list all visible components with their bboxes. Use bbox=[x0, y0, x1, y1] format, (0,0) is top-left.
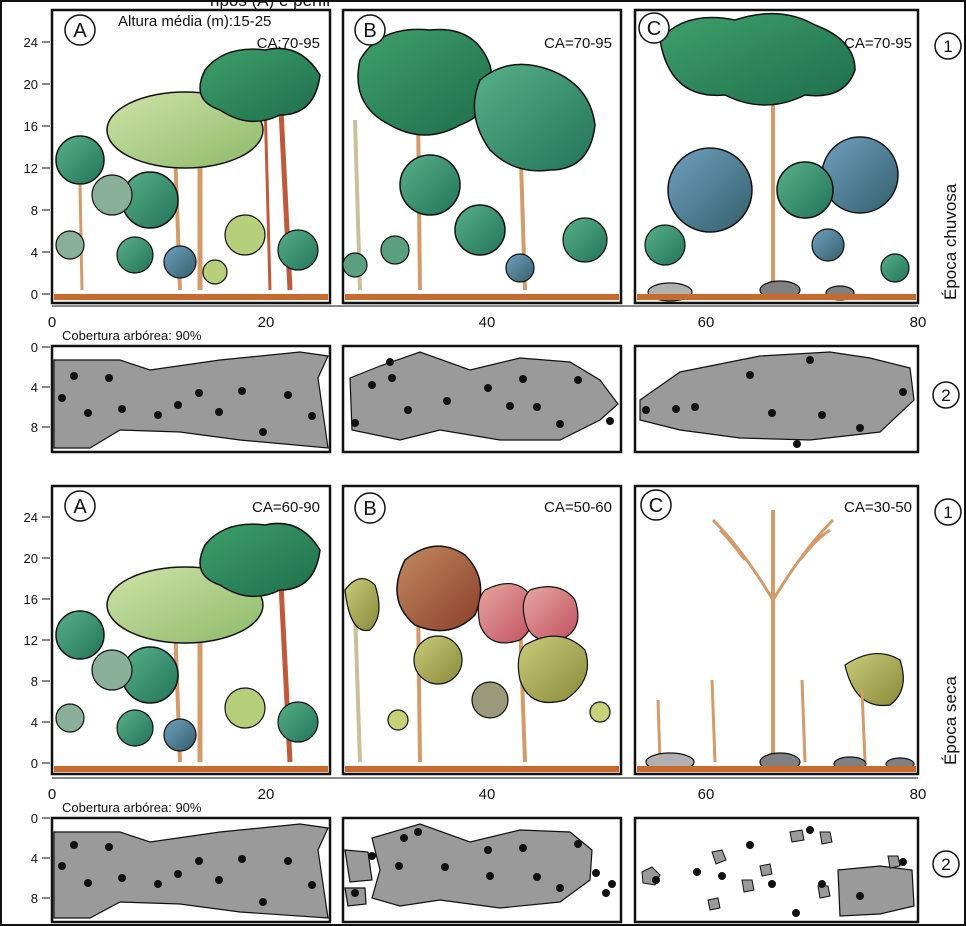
y-tick-4: 4 bbox=[31, 245, 38, 260]
dry-c-ca-text: CA=30-50 bbox=[844, 499, 912, 516]
svg-text:0: 0 bbox=[31, 340, 38, 355]
rainy-cover-axis: 0 4 8 bbox=[31, 340, 50, 435]
x-tick-40: 40 bbox=[479, 314, 496, 331]
dry-b-ca-text: CA=50-60 bbox=[544, 499, 612, 516]
season-label-rainy: Época chuvosa bbox=[941, 183, 960, 300]
dry-panel-a-letter: A bbox=[65, 491, 95, 521]
svg-text:2: 2 bbox=[941, 855, 950, 874]
rainy-profile-row: A B C Altura média (m):15-25 CA:70-95 CA… bbox=[24, 10, 961, 303]
dry-height-axis: 24 20 16 12 8 4 0 bbox=[24, 510, 50, 771]
svg-text:8: 8 bbox=[31, 674, 38, 689]
svg-text:80: 80 bbox=[910, 786, 927, 803]
svg-text:0: 0 bbox=[31, 811, 38, 826]
dry-cover-axis: 0 4 8 bbox=[31, 811, 50, 906]
dry-panel-c-letter: C bbox=[641, 490, 671, 520]
rainy-cover-a bbox=[54, 352, 328, 448]
season-label-dry: Época seca bbox=[941, 676, 960, 765]
svg-text:8: 8 bbox=[31, 891, 38, 906]
rainy-panel-b-letter: B bbox=[355, 15, 385, 45]
dry-cover-label: Cobertura arbórea: 90% bbox=[62, 800, 202, 815]
dry-panel-b-letter: B bbox=[355, 493, 385, 523]
rainy-a-ca-text: CA:70-95 bbox=[257, 35, 320, 52]
svg-text:20: 20 bbox=[24, 551, 38, 566]
x-tick-0: 0 bbox=[48, 314, 56, 331]
svg-text:16: 16 bbox=[24, 592, 38, 607]
dry-panel-c bbox=[635, 486, 918, 774]
svg-text:1: 1 bbox=[943, 503, 952, 522]
rainy-height-axis: 24 20 16 12 8 4 0 bbox=[24, 35, 50, 302]
rainy-b-ca-text: CA=70-95 bbox=[544, 35, 612, 52]
dry-cover-c-patch bbox=[838, 866, 914, 916]
rainy-cover-label: Cobertura arbórea: 90% bbox=[62, 328, 202, 343]
svg-text:1: 1 bbox=[943, 37, 952, 56]
x-tick-20: 20 bbox=[258, 314, 275, 331]
svg-text:0: 0 bbox=[48, 786, 56, 803]
y-tick-0: 0 bbox=[31, 287, 38, 302]
dry-row2-marker: 2 bbox=[933, 851, 959, 877]
svg-text:2: 2 bbox=[941, 386, 950, 405]
svg-text:8: 8 bbox=[31, 420, 38, 435]
rainy-c-ca-text: CA=70-95 bbox=[844, 35, 912, 52]
y-tick-12: 12 bbox=[24, 161, 38, 176]
x-tick-60: 60 bbox=[698, 314, 715, 331]
svg-text:4: 4 bbox=[31, 380, 38, 395]
rainy-panel-a-letter: A bbox=[65, 15, 95, 45]
y-tick-16: 16 bbox=[24, 119, 38, 134]
svg-text:C: C bbox=[649, 495, 663, 517]
svg-text:40: 40 bbox=[479, 786, 496, 803]
svg-text:B: B bbox=[363, 20, 376, 42]
rainy-row1-marker: 1 bbox=[935, 33, 961, 59]
y-tick-8: 8 bbox=[31, 203, 38, 218]
rainy-cover-row: Cobertura arbórea: 90% 0 4 8 bbox=[31, 328, 959, 452]
y-tick-20: 20 bbox=[24, 77, 38, 92]
dry-a-ca-text: CA=60-90 bbox=[252, 499, 320, 516]
svg-text:0: 0 bbox=[31, 756, 38, 771]
y-tick-24: 24 bbox=[24, 35, 38, 50]
svg-text:24: 24 bbox=[24, 510, 38, 525]
svg-text:60: 60 bbox=[698, 786, 715, 803]
rainy-a-height-text: Altura média (m):15-25 bbox=[118, 13, 271, 30]
svg-text:B: B bbox=[363, 498, 376, 520]
svg-text:20: 20 bbox=[258, 786, 275, 803]
svg-text:12: 12 bbox=[24, 633, 38, 648]
dry-profile-row: A B C CA=60-90 CA=50-60 CA=30-50 24 20 1… bbox=[24, 486, 961, 774]
svg-text:4: 4 bbox=[31, 715, 38, 730]
dry-cover-a bbox=[54, 824, 328, 918]
svg-text:C: C bbox=[647, 18, 661, 40]
svg-text:A: A bbox=[73, 20, 87, 42]
svg-text:4: 4 bbox=[31, 851, 38, 866]
dry-row1-marker: 1 bbox=[935, 499, 961, 525]
rainy-panel-c-letter: C bbox=[639, 13, 669, 43]
caption-fragment: ripos (A) e perfil bbox=[210, 0, 330, 10]
svg-text:A: A bbox=[73, 496, 87, 518]
dry-cover-row: Cobertura arbórea: 90% bbox=[31, 800, 959, 922]
rainy-row2-marker: 2 bbox=[933, 382, 959, 408]
x-tick-80: 80 bbox=[910, 314, 927, 331]
